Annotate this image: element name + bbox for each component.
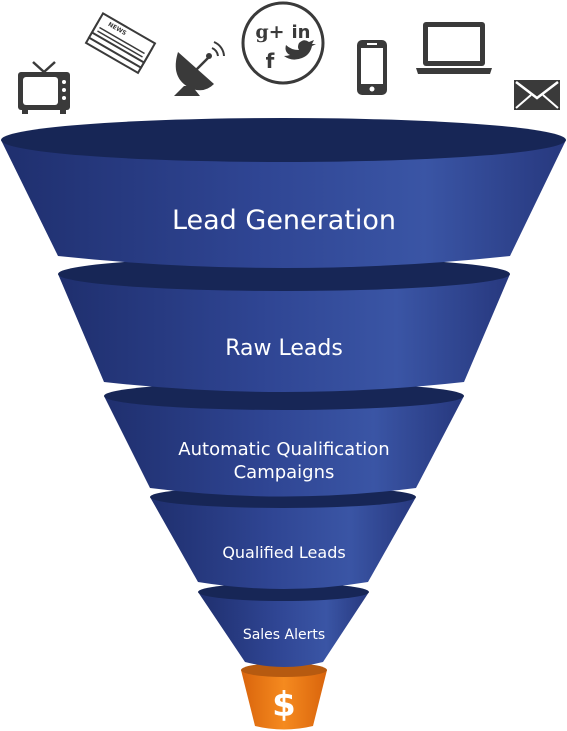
stage-label-automatic-qualification-line1: Automatic Qualification <box>178 439 389 460</box>
newspaper-icon: NEWS <box>84 12 157 75</box>
funnel-stage-lead-generation: Lead Generation <box>1 118 566 268</box>
linkedin-label: in <box>292 22 311 43</box>
funnel-stage-raw-leads: Raw Leads <box>58 257 510 392</box>
facebook-label: f <box>266 49 275 73</box>
stage-label-raw-leads: Raw Leads <box>225 336 343 361</box>
twitter-bird-icon <box>284 40 316 60</box>
smartphone-icon <box>357 40 387 95</box>
stage-label-automatic-qualification-line2: Campaigns <box>234 462 335 483</box>
social-media-icon: g+ in f <box>241 1 325 85</box>
stage-label-qualified-leads: Qualified Leads <box>222 543 345 562</box>
funnel-stage-qualified-leads: Qualified Leads <box>150 486 416 589</box>
laptop-icon <box>416 22 492 74</box>
tv-icon <box>18 61 70 114</box>
dollar-sign-icon: $ <box>272 685 296 725</box>
stage-label-lead-generation: Lead Generation <box>172 205 396 236</box>
funnel-stage-automatic-qualification: Automatic Qualification Campaigns <box>104 382 464 497</box>
funnel-stage-sales-alerts: Sales Alerts <box>198 583 369 667</box>
sales-outcome-cup: $ <box>241 663 327 730</box>
stage-label-sales-alerts: Sales Alerts <box>243 627 325 643</box>
email-icon <box>514 80 560 110</box>
google-plus-label: g+ <box>255 21 284 43</box>
satellite-dish-icon <box>174 41 225 96</box>
